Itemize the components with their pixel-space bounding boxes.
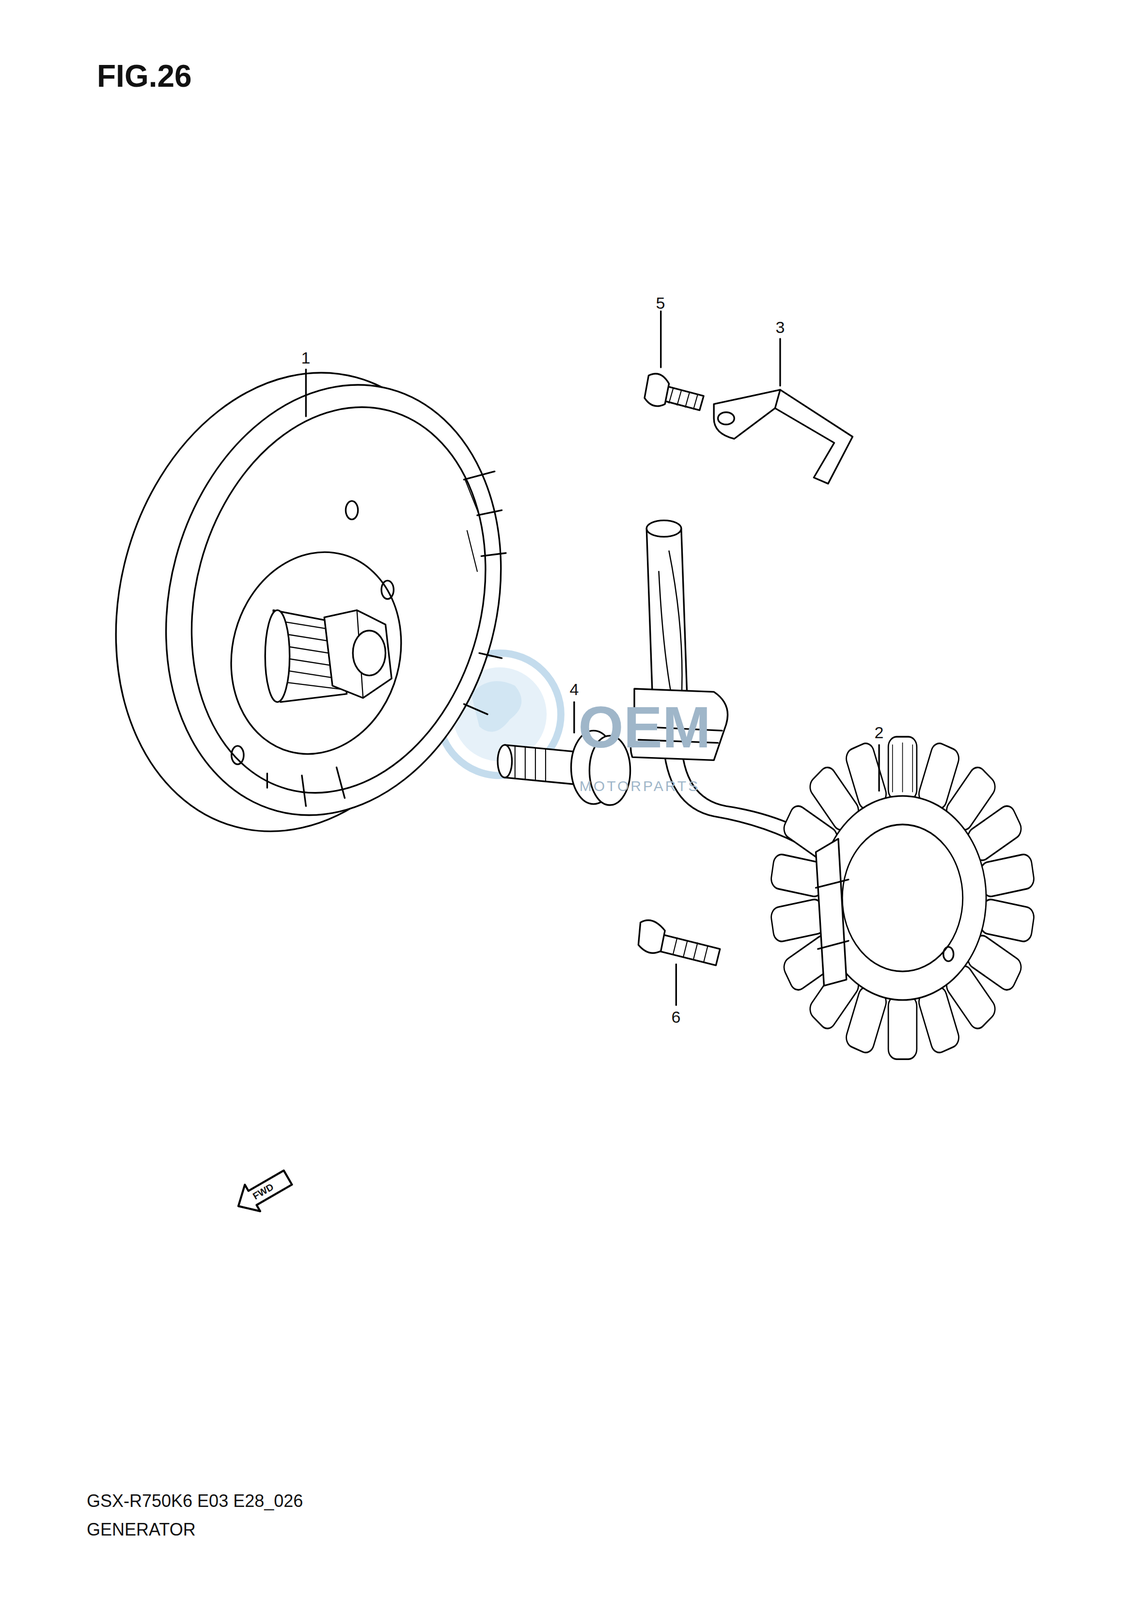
diagram-caption: GENERATOR (86, 1520, 196, 1539)
callout-number: 3 (775, 318, 786, 336)
forward-arrow (230, 1163, 296, 1220)
callout-number: 4 (569, 680, 580, 698)
callout-number: 1 (301, 349, 311, 366)
clamp-bracket (713, 338, 853, 484)
bolt (644, 311, 704, 410)
figure-title: FIG.26 (96, 60, 192, 92)
drawing-code: GSX-R750K6 E03 E28_026 (86, 1492, 303, 1510)
callout-number: 6 (671, 1008, 681, 1025)
watermark: OEM (578, 697, 711, 756)
watermark: MOTORPARTS (579, 778, 700, 794)
rotor (65, 331, 548, 873)
callout-number: 5 (656, 294, 666, 312)
stator (770, 736, 1036, 1059)
bolt (638, 919, 720, 1005)
callout-number: 2 (874, 723, 884, 741)
